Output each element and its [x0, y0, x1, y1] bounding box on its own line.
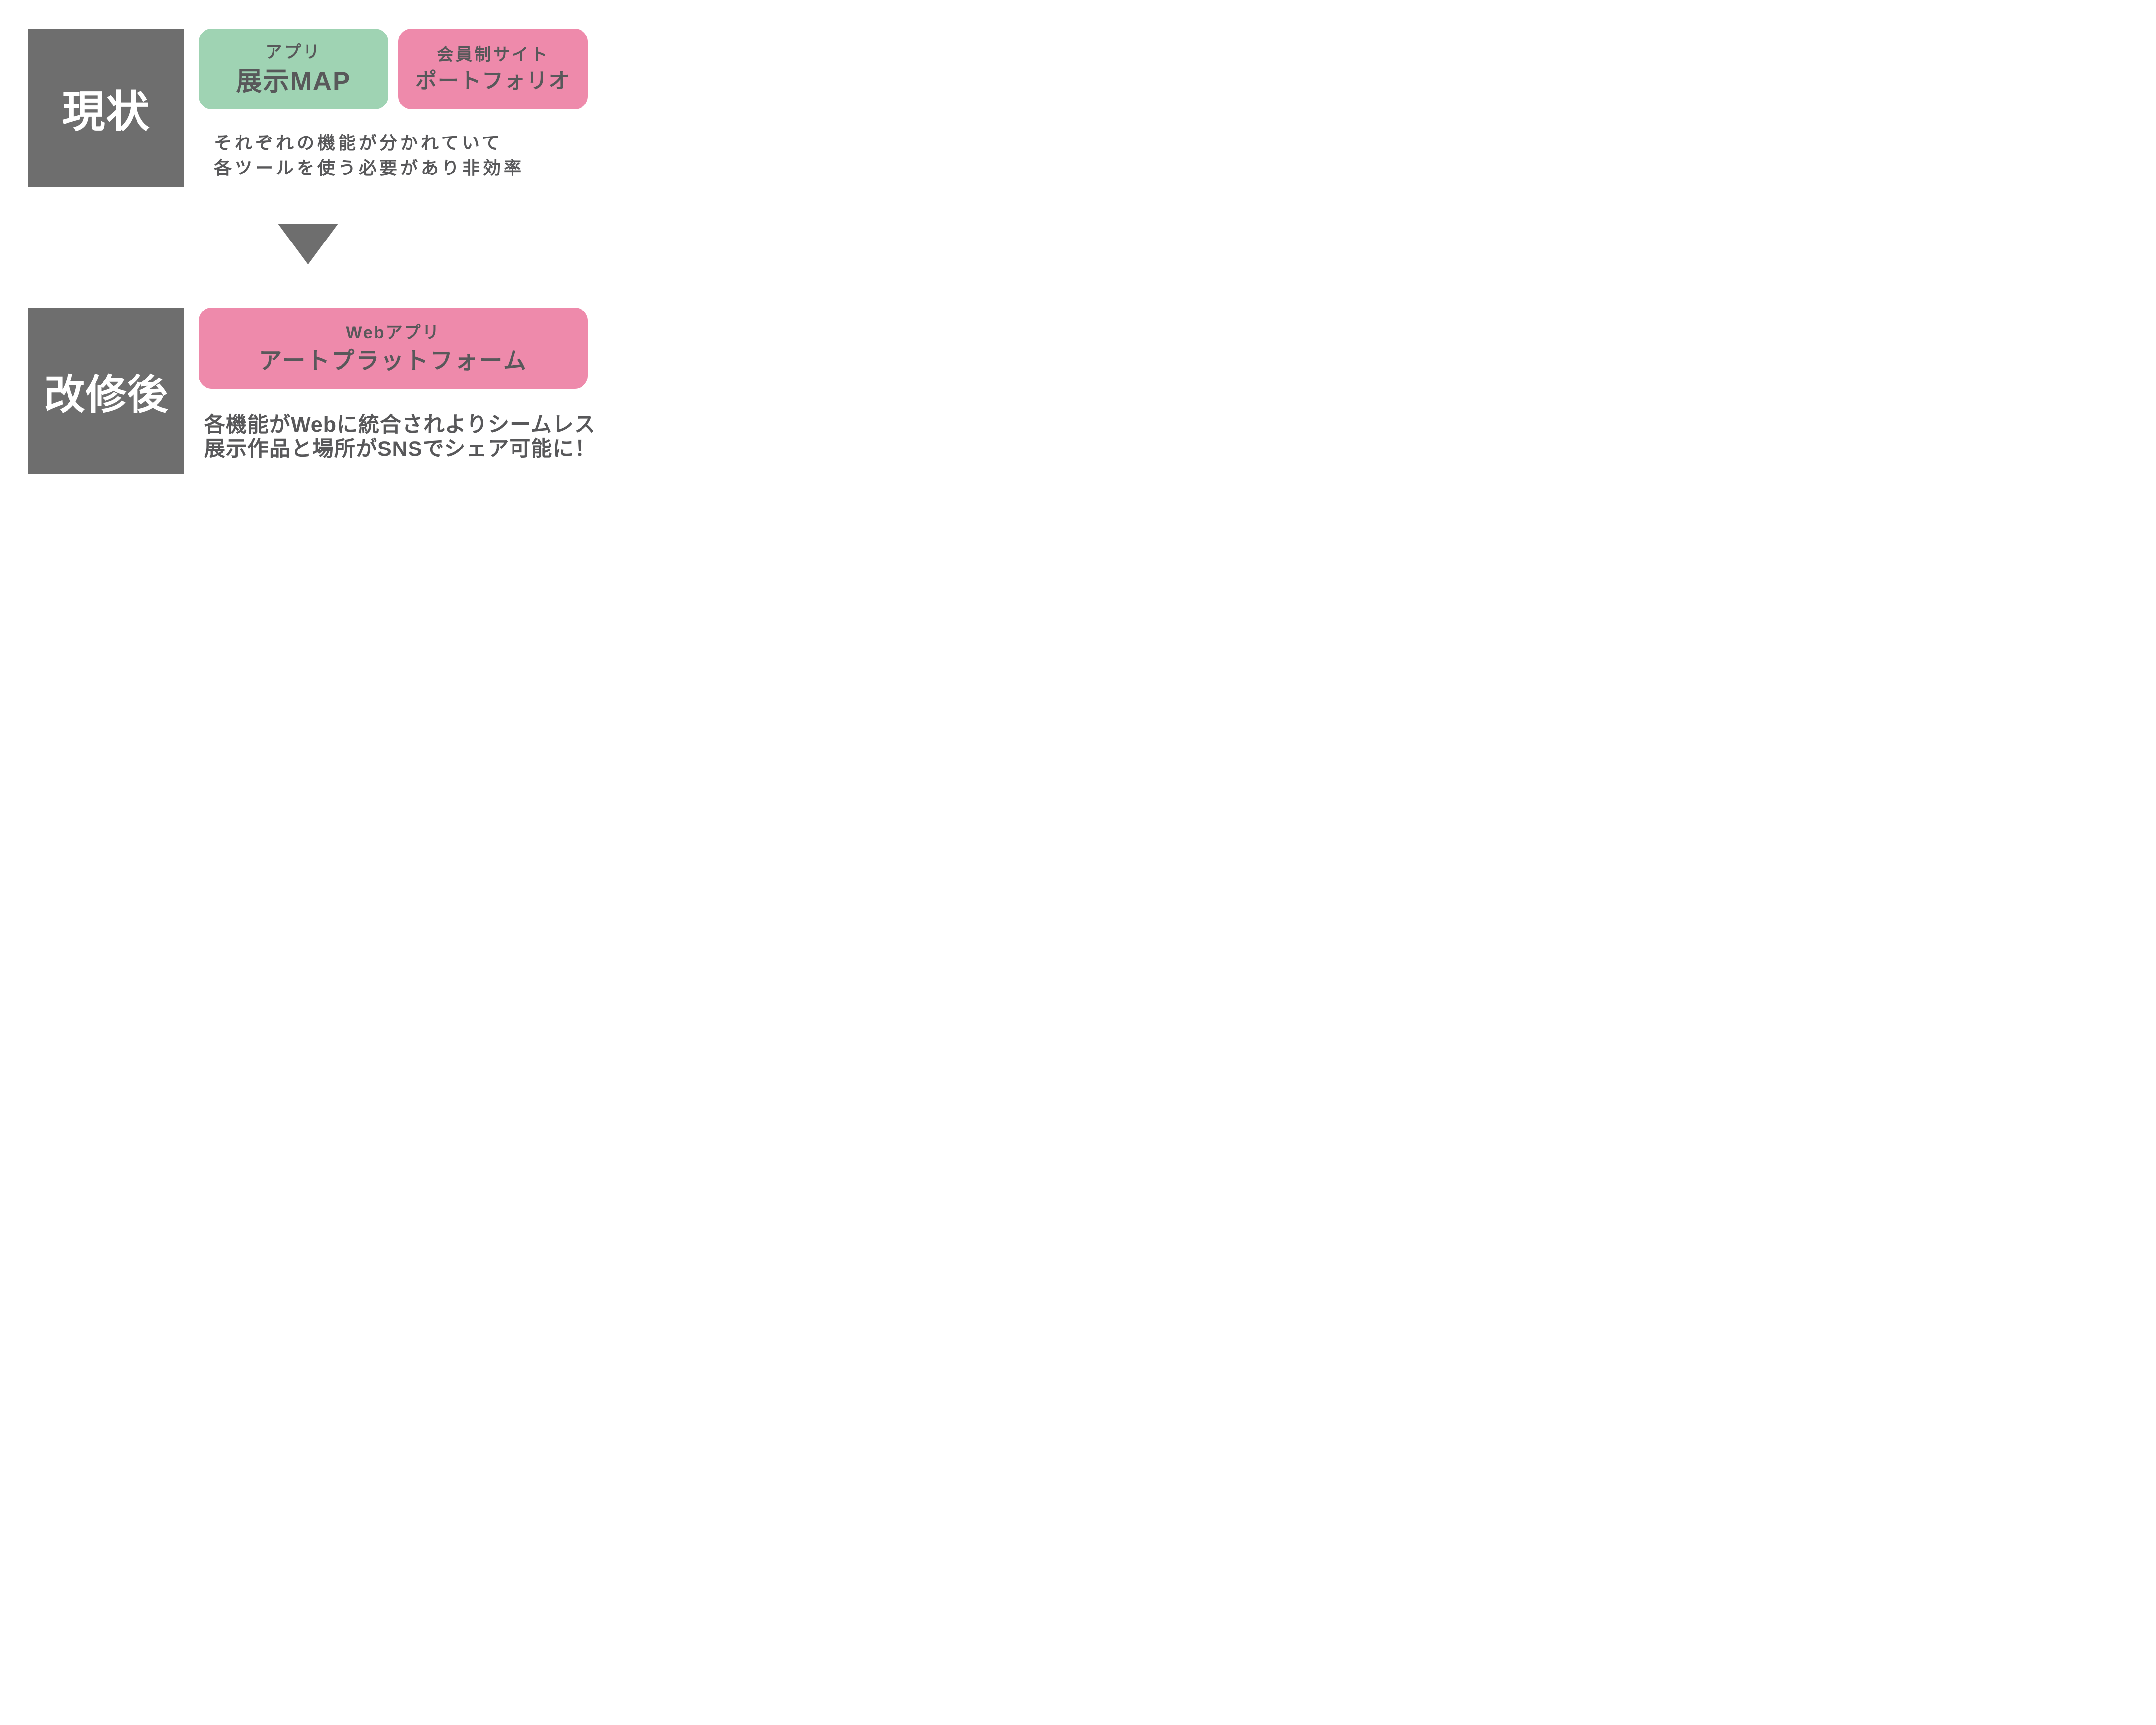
- app-exhibition-map-card: アプリ 展示MAP: [199, 29, 388, 109]
- membership-portfolio-card: 会員制サイト ポートフォリオ: [398, 29, 588, 109]
- member-card-tag: 会員制サイト: [437, 45, 549, 64]
- after-renovation-label: 改修後: [44, 371, 169, 417]
- after-renovation-label-box: 改修後: [28, 308, 184, 474]
- after-renovation-description: 各機能がWebに統合されよりシームレス 展示作品と場所がSNSでシェア可能に！: [204, 413, 596, 461]
- current-state-label: 現状: [62, 87, 151, 136]
- web-art-platform-card: Webアプリ アートプラットフォーム: [199, 308, 588, 389]
- before-after-diagram: 現状 アプリ 展示MAP 会員制サイト ポートフォリオ それぞれの機能が分かれて…: [0, 0, 616, 493]
- current-description-line2: 各ツールを使う必要があり非効率: [214, 158, 525, 178]
- down-arrow-icon: [278, 224, 338, 265]
- member-card-title: ポートフォリオ: [415, 69, 571, 93]
- current-state-label-box: 現状: [28, 29, 184, 187]
- app-card-title: 展示MAP: [236, 67, 351, 96]
- current-state-description: それぞれの機能が分かれていて 各ツールを使う必要があり非効率: [214, 130, 524, 180]
- web-card-title: アートプラットフォーム: [259, 347, 528, 374]
- web-card-tag: Webアプリ: [346, 323, 441, 342]
- current-description-line1: それぞれの機能が分かれていて: [214, 133, 503, 153]
- after-description-line2: 展示作品と場所がSNSでシェア可能に！: [204, 437, 596, 461]
- after-description-line1: 各機能がWebに統合されよりシームレス: [204, 413, 596, 437]
- app-card-tag: アプリ: [265, 42, 322, 62]
